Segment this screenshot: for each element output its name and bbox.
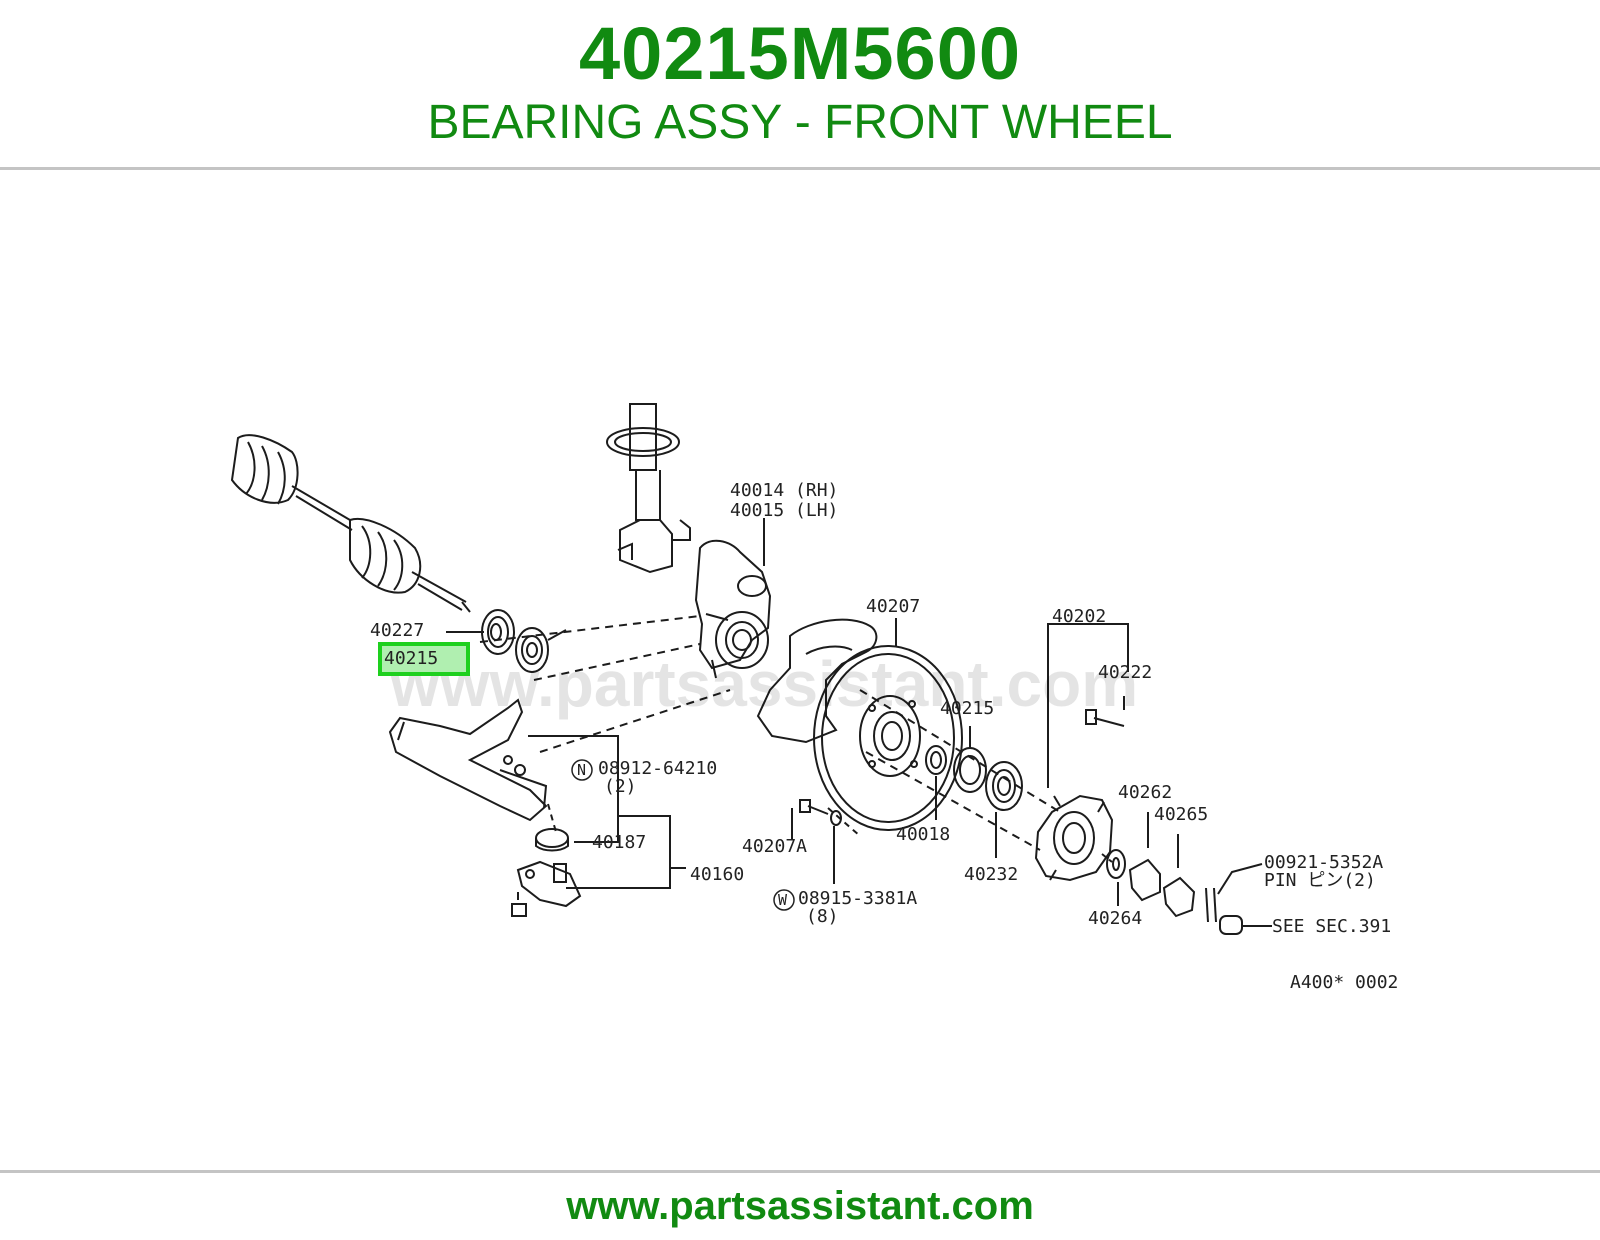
footer-divider (0, 1170, 1600, 1173)
callout-08912-qty: (2) (604, 776, 637, 797)
header-divider (0, 167, 1600, 170)
callout-40018: 40018 (896, 824, 950, 845)
page-header: 40215M5600 BEARING ASSY - FRONT WHEEL (0, 0, 1600, 168)
footer-url-link[interactable]: www.partsassistant.com (566, 1184, 1034, 1228)
callout-40160: 40160 (690, 864, 744, 885)
callout-08912-64210: 08912-64210 (598, 758, 717, 779)
callout-pin: PIN ピン(2) (1264, 870, 1376, 891)
callout-40207: 40207 (866, 596, 920, 617)
highlighted-part-box[interactable] (378, 642, 470, 676)
w-symbol-letter: W (778, 891, 788, 909)
figure-code: A400* 0002 (1290, 972, 1398, 993)
drawing-lines (230, 403, 1272, 935)
callout-labels: 40014 (RH) 40015 (LH) 40227 40207 40202 … (370, 480, 1398, 993)
callout-40232: 40232 (964, 864, 1018, 885)
callout-40262: 40262 (1118, 782, 1172, 803)
n-symbol-icon (571, 759, 593, 781)
callout-40227: 40227 (370, 620, 424, 641)
highlighted-part-label: 40215 (384, 648, 439, 669)
callout-see-sec-391: SEE SEC.391 (1272, 916, 1391, 937)
watermark-text: www.partsassistant.com (389, 648, 1138, 720)
callout-40015: 40015 (LH) (730, 500, 838, 521)
callout-08915-3381a: 08915-3381A (798, 888, 917, 909)
callout-40215-hub: 40215 (940, 698, 994, 719)
callout-08915-qty: (8) (806, 906, 839, 927)
w-symbol-icon (773, 889, 795, 911)
callout-40014: 40014 (RH) (730, 480, 838, 501)
diagram-frame (178, 340, 1420, 1012)
callout-40264: 40264 (1088, 908, 1142, 929)
callout-00921-5352a: 00921-5352A (1264, 852, 1383, 873)
part-number: 40215M5600 (578, 12, 1022, 95)
callout-40265: 40265 (1154, 804, 1208, 825)
callout-40202: 40202 (1052, 606, 1106, 627)
callout-40187: 40187 (592, 832, 646, 853)
callout-40222: 40222 (1098, 662, 1152, 683)
n-symbol-letter: N (577, 761, 586, 779)
callout-40207a: 40207A (742, 836, 807, 857)
part-title: BEARING ASSY - FRONT WHEEL (427, 96, 1173, 149)
